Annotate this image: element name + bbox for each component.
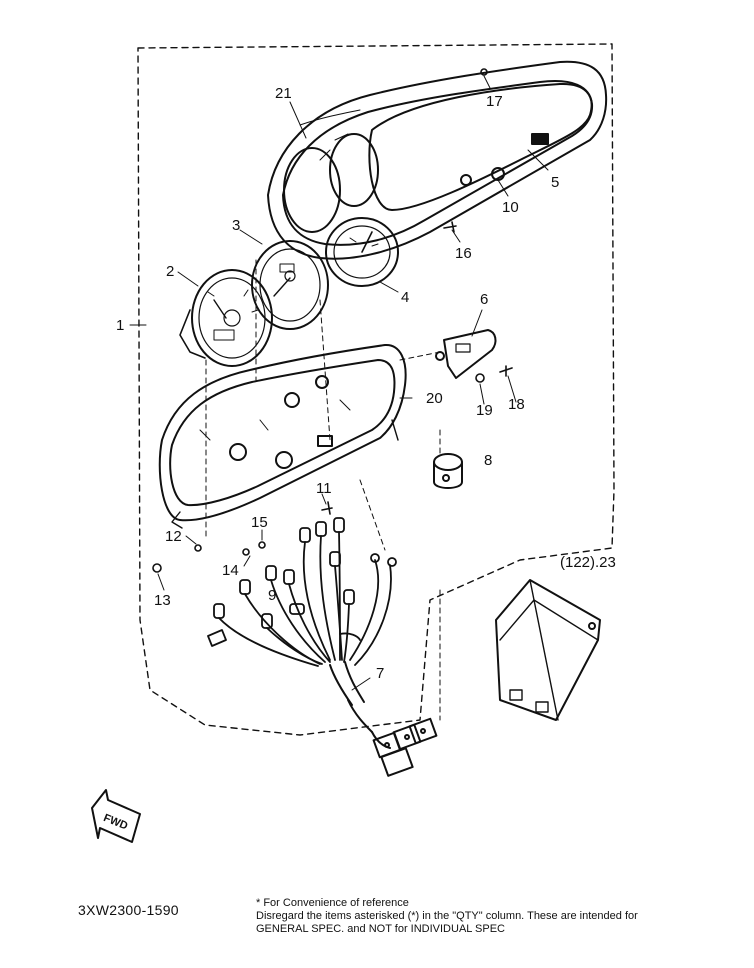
callout-12: 12 [165, 528, 182, 545]
callout-3: 3 [232, 217, 241, 234]
callout-5: 5 [551, 174, 560, 191]
screw-part-13 [152, 563, 162, 573]
callout-14: 14 [222, 562, 239, 579]
callout-11: 11 [316, 480, 332, 497]
assembly-boundary [137, 43, 615, 736]
callout-21: 21 [275, 85, 292, 102]
grommet-part-8 [433, 453, 463, 489]
meter-case-part-21 [267, 60, 608, 260]
callout-16: 16 [455, 245, 472, 262]
footer-note: * For Convenience of reference Disregard… [256, 897, 746, 936]
fasteners [152, 68, 513, 573]
meter-housing-part-20 [158, 343, 407, 529]
footer-note-line-2: Disregard the items asterisked (*) in th… [256, 910, 638, 922]
callout-19: 19 [476, 402, 493, 419]
callout-17: 17 [486, 93, 503, 110]
callout-6: 6 [480, 291, 489, 308]
diagram-reference-code: 3XW2300-1590 [78, 902, 179, 918]
screw-part-19 [475, 373, 485, 383]
alignment-lines [205, 259, 441, 721]
socket-cords-part-9 [207, 517, 397, 667]
callout-4: 4 [401, 289, 410, 306]
footer-note-line-3: GENERAL SPEC. and NOT for INDIVIDUAL SPE… [256, 923, 506, 935]
callout-122-23: (122).23 [560, 554, 616, 571]
screw-part-18 [499, 365, 513, 377]
fwd-label: FWD [102, 812, 130, 833]
callout-15: 15 [251, 514, 268, 531]
bracket-part-6 [435, 329, 497, 379]
callout-10: 10 [502, 199, 519, 216]
leader-lines [129, 75, 549, 691]
callout-20: 20 [426, 390, 443, 407]
callout-7: 7 [376, 665, 385, 682]
speedometer-part-2 [179, 269, 273, 367]
wire-harness-part-7 [329, 661, 438, 777]
gauge-part-4 [325, 217, 399, 287]
exploded-parts-diagram: FWD [91, 43, 615, 843]
fwd-arrow-icon [91, 789, 141, 843]
tachometer-part-3 [251, 240, 329, 330]
callout-8: 8 [484, 452, 493, 469]
footer-note-line-1: * For Convenience of reference [256, 897, 409, 909]
screw-part-12 [194, 544, 202, 552]
screw-part-15 [258, 541, 266, 549]
callout-9: 9 [268, 587, 277, 604]
callout-18: 18 [508, 396, 525, 413]
callout-1: 1 [116, 317, 125, 334]
screw-part-11 [321, 501, 333, 515]
control-unit-part-23 [495, 579, 601, 721]
callout-13: 13 [154, 592, 171, 609]
screw-part-16 [443, 221, 457, 233]
screw-part-17 [480, 68, 488, 76]
callout-2: 2 [166, 263, 175, 280]
